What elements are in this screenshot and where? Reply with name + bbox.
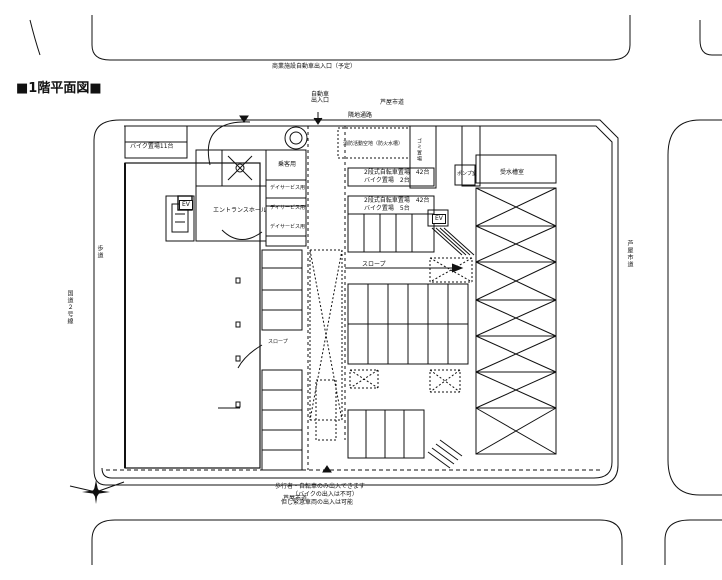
bike-2-label: バイク置場 2台 <box>364 177 410 184</box>
car-entrance-label: 自動車 出入口 <box>311 91 330 104</box>
garbage-label: ゴミ置場 <box>416 138 422 162</box>
site-boundary <box>93 119 619 486</box>
day-service-1-label: デイサービス用 <box>270 185 306 191</box>
ev-left-label: EV <box>179 200 193 210</box>
commercial-block <box>124 121 263 469</box>
bicycle-racks <box>347 167 469 469</box>
bike-5-label: バイク置場 5台 <box>364 205 410 212</box>
sidewalk-label: 歩道 <box>96 245 103 259</box>
road-right-label: 芦屋市道 <box>626 240 633 268</box>
pump-room-label: ポンプ室 <box>457 171 477 177</box>
reception-label: 乗客用 <box>278 161 297 168</box>
water-tank-label: 受水槽室 <box>500 169 525 176</box>
route-label: 国道２号線 <box>66 290 73 325</box>
inner-boundary <box>101 125 613 479</box>
day-service-3-label: デイサービス用 <box>270 224 306 230</box>
bike-rack-42-1-label: 2段式自転車置場 42台 <box>364 169 430 176</box>
ev-right-label: EV <box>432 214 446 224</box>
note-line-2: （バイクの出入は不可） <box>292 491 358 498</box>
note-line-1: 歩行者・自転車のみ出入できます <box>275 483 366 490</box>
top-notice: 商業施設自動車出入口（予定） <box>272 63 357 70</box>
right-stalls <box>461 125 557 455</box>
slope-main-label: スロープ <box>362 261 386 268</box>
note-line-3: 但し緊急車両の出入は可能 <box>281 499 354 506</box>
slope-small-label: スロープ <box>268 339 288 345</box>
adjacent-path-label: 隣地通路 <box>348 112 373 119</box>
road-top-label: 芦屋市道 <box>380 99 405 106</box>
drive-aisle <box>239 112 476 473</box>
page-title: ■1階平面図■ <box>16 81 102 96</box>
entrance-hall-label: エントランスホール <box>213 207 267 214</box>
bike-parking-11-label: バイク置場11台 <box>130 143 174 150</box>
road-bottom-label: 芦屋市道 <box>283 495 308 502</box>
day-service-2-label: デイサービス用 <box>270 205 306 211</box>
road-curbs <box>29 15 722 565</box>
service-rooms <box>165 149 307 247</box>
left-bays <box>261 249 303 471</box>
fire-water-label: 消防活動空地（防火水槽） <box>343 141 404 147</box>
bike-rack-42-2-label: 2段式自転車置場 42台 <box>364 197 430 204</box>
